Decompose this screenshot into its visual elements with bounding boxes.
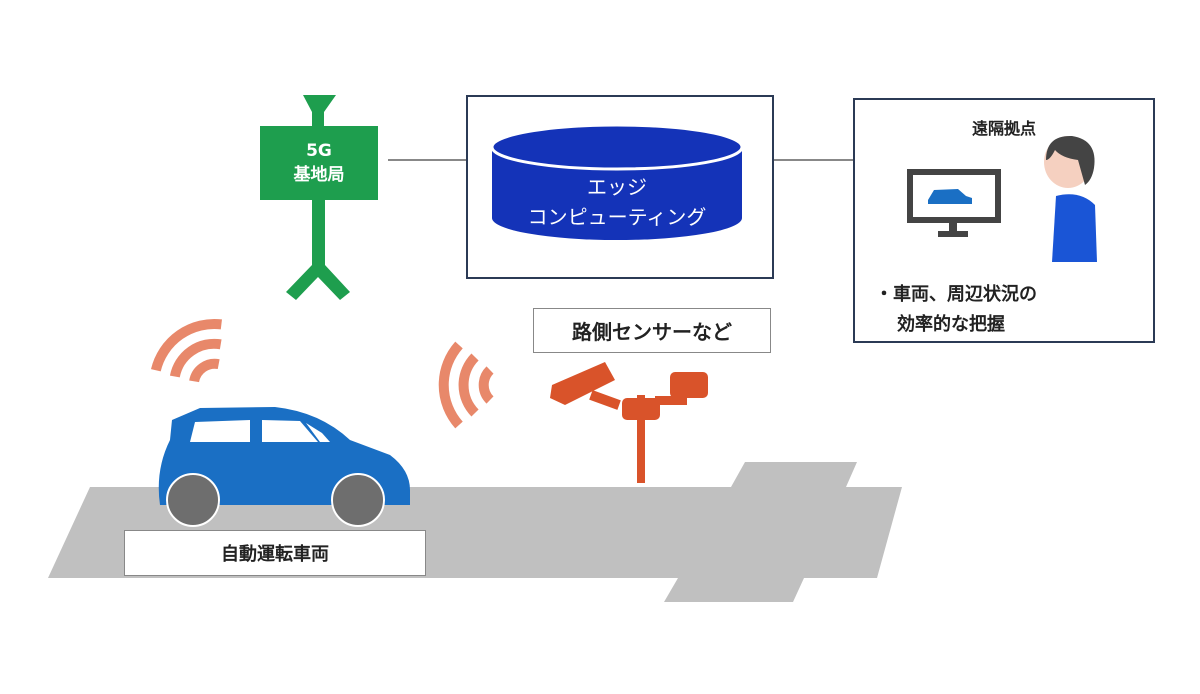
remote-site-description: ・車両、周辺状況の 効率的な把握	[875, 280, 1037, 340]
roadside-camera-icon	[550, 362, 708, 483]
base-station-line2: 基地局	[293, 165, 345, 185]
car-icon	[158, 407, 410, 527]
remote-site-title: 遠隔拠点	[971, 119, 1036, 138]
autonomous-vehicle-label: 自動運転車両	[124, 530, 426, 576]
wifi-signal-icon	[150, 318, 222, 383]
monitor-icon	[907, 169, 1001, 237]
remote-site-box	[853, 98, 1155, 343]
remote-bullet-line1: ・車両、周辺状況の	[875, 284, 1037, 305]
database-cylinder-icon	[490, 123, 744, 240]
base-station-box: 5G 基地局	[260, 126, 378, 200]
antenna-icon	[286, 95, 350, 300]
edge-line2: コンピューティング	[527, 205, 707, 229]
edge-computing-label: エッジ コンピューティング	[492, 172, 742, 232]
edge-computing-box	[466, 95, 774, 279]
roadside-sensor-label: 路側センサーなど	[533, 308, 771, 353]
remote-bullet-line2: 効率的な把握	[897, 314, 1005, 335]
base-station-line1: 5G	[306, 141, 332, 161]
operator-person-icon	[1044, 135, 1097, 262]
edge-line1: エッジ	[587, 175, 647, 199]
wifi-signal-icon	[438, 341, 494, 429]
